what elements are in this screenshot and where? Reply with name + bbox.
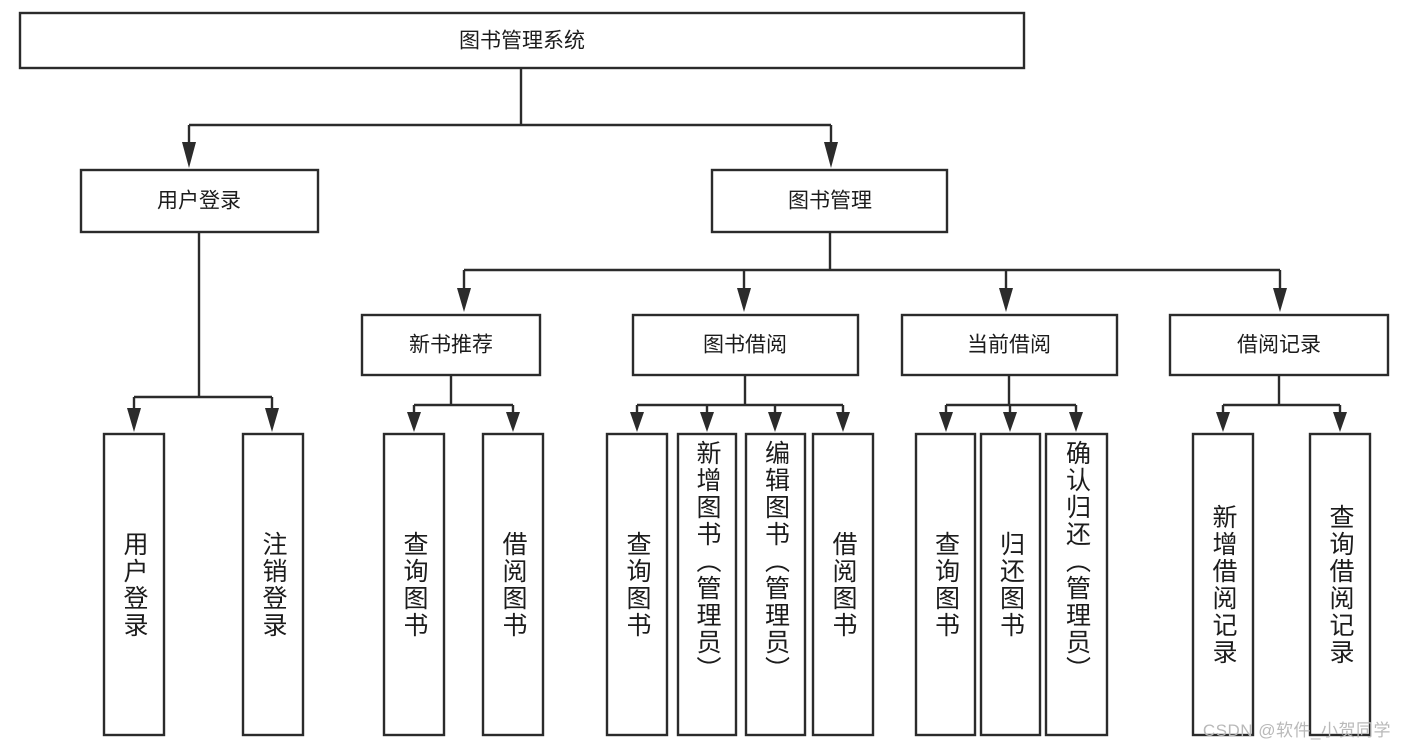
leaf-br-add-record-rect[interactable]	[1191, 432, 1255, 737]
leaf-bb-edit-book-rect[interactable]	[744, 432, 807, 737]
node-current-borrow[interactable]: 当前借阅	[900, 313, 1119, 377]
connector-bookborrow-to-leaves	[630, 375, 850, 432]
connector-currentborrow-to-leaves	[939, 375, 1083, 432]
node-current-borrow-rect	[900, 313, 1119, 377]
watermark-text: CSDN @软件_小贺同学	[1202, 721, 1391, 740]
node-book-management-rect	[710, 168, 949, 234]
leaf-bb-add-book-rect[interactable]	[676, 432, 738, 737]
leaf-cb-return-book-rect[interactable]	[979, 432, 1042, 737]
node-user-login[interactable]: 用户登录	[79, 168, 320, 234]
node-borrow-record[interactable]: 借阅记录	[1168, 313, 1390, 377]
node-borrow-record-label: 借阅记录	[1237, 334, 1321, 357]
connector-root-to-level2	[182, 68, 838, 168]
node-current-borrow-label: 当前借阅	[967, 334, 1051, 357]
connector-userlogin-to-leaves	[127, 232, 279, 432]
node-root-system-label: 图书管理系统	[459, 30, 585, 53]
leaf-bb-borrow-book-rect[interactable]	[811, 432, 875, 737]
node-book-management[interactable]: 图书管理	[710, 168, 949, 234]
connector-bookmgmt-to-level3	[457, 232, 1287, 312]
node-root-system[interactable]: 图书管理系统	[18, 11, 1026, 70]
connector-borrowrecord-to-leaves	[1216, 375, 1347, 432]
node-new-book-recommend-label: 新书推荐	[409, 334, 493, 357]
node-book-management-label: 图书管理	[788, 190, 872, 213]
node-root-system-rect	[18, 11, 1026, 70]
leaf-user-login-rect[interactable]	[102, 432, 166, 737]
node-book-borrow[interactable]: 图书借阅	[631, 313, 860, 377]
node-new-book-recommend-rect	[360, 313, 542, 377]
leaf-br-query-record-rect[interactable]	[1308, 432, 1372, 737]
node-book-borrow-rect	[631, 313, 860, 377]
node-borrow-record-rect	[1168, 313, 1390, 377]
connector-newbook-to-leaves	[407, 375, 520, 432]
node-book-borrow-label: 图书借阅	[703, 334, 787, 357]
leaf-nb-query-book-rect[interactable]	[382, 432, 446, 737]
leaf-cb-confirm-return-rect[interactable]	[1044, 432, 1109, 737]
node-user-login-label: 用户登录	[157, 190, 241, 213]
node-user-login-rect	[79, 168, 320, 234]
node-new-book-recommend[interactable]: 新书推荐	[360, 313, 542, 377]
leaf-logout-rect[interactable]	[241, 432, 305, 737]
leaf-nb-borrow-book-rect[interactable]	[481, 432, 545, 737]
leaf-cb-query-book-rect[interactable]	[914, 432, 977, 737]
leaf-bb-query-book-rect[interactable]	[605, 432, 669, 737]
